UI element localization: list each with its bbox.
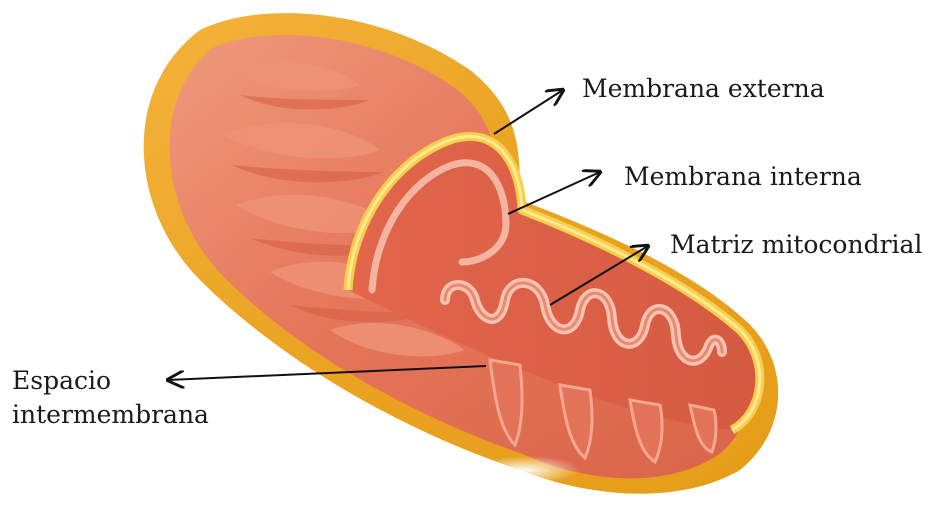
specular-highlight (470, 456, 580, 484)
label-intermembrane-line2: intermembrana (12, 398, 209, 432)
label-matrix: Matriz mitocondrial (670, 228, 922, 262)
label-intermembrane-space: Espacio intermembrana (12, 364, 209, 432)
label-inner-membrane: Membrana interna (624, 160, 862, 194)
label-outer-membrane: Membrana externa (582, 72, 825, 106)
label-intermembrane-line1: Espacio (12, 364, 209, 398)
